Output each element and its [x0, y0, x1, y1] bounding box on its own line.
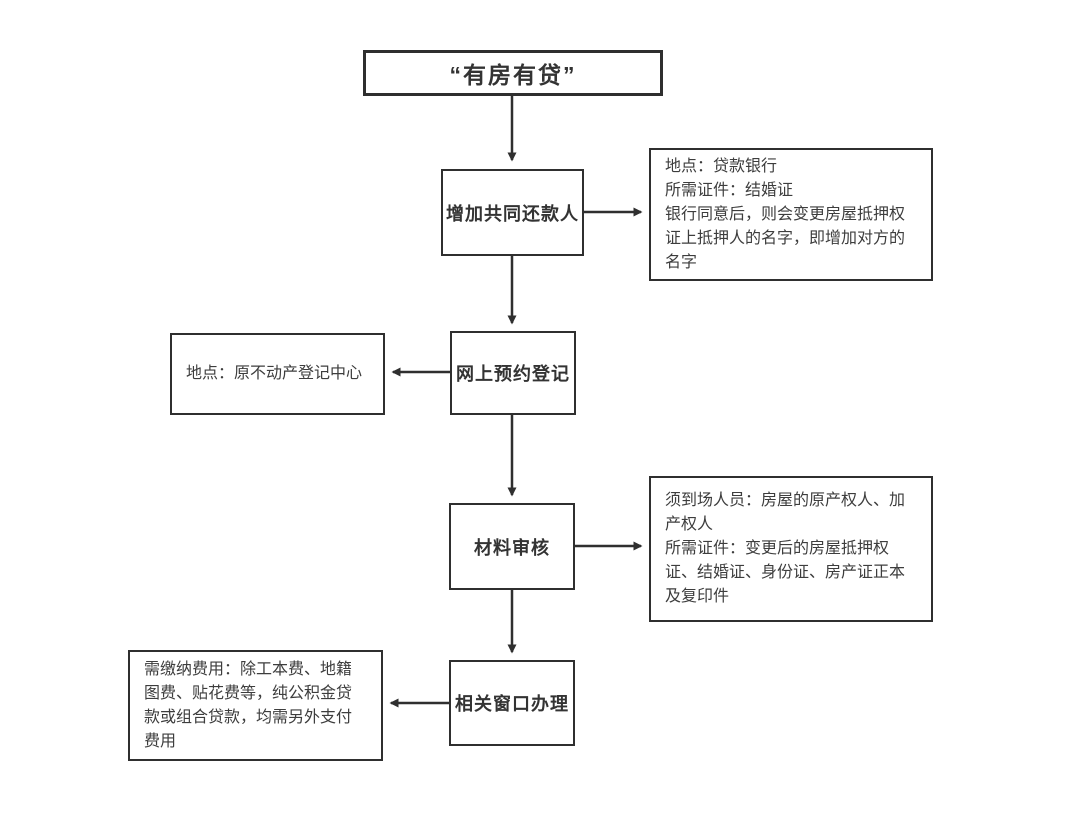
flowchart-title: “有房有贷”: [363, 50, 663, 96]
step-material-review: 材料审核: [449, 503, 575, 590]
note-registration-center-location: 地点：原不动产登记中心: [170, 333, 385, 415]
step-add-co-repayer: 增加共同还款人: [441, 169, 584, 256]
note-bank-requirements: 地点：贷款银行 所需证件：结婚证 银行同意后，则会变更房屋抵押权证上抵押人的名字…: [649, 148, 933, 281]
step-window-processing: 相关窗口办理: [449, 660, 575, 746]
note-required-people-documents: 须到场人员：房屋的原产权人、加产权人 所需证件：变更后的房屋抵押权证、结婚证、身…: [649, 476, 933, 622]
step-online-appointment: 网上预约登记: [450, 331, 576, 415]
note-fees: 需缴纳费用：除工本费、地籍图费、贴花费等，纯公积金贷款或组合贷款，均需另外支付费…: [128, 650, 383, 761]
